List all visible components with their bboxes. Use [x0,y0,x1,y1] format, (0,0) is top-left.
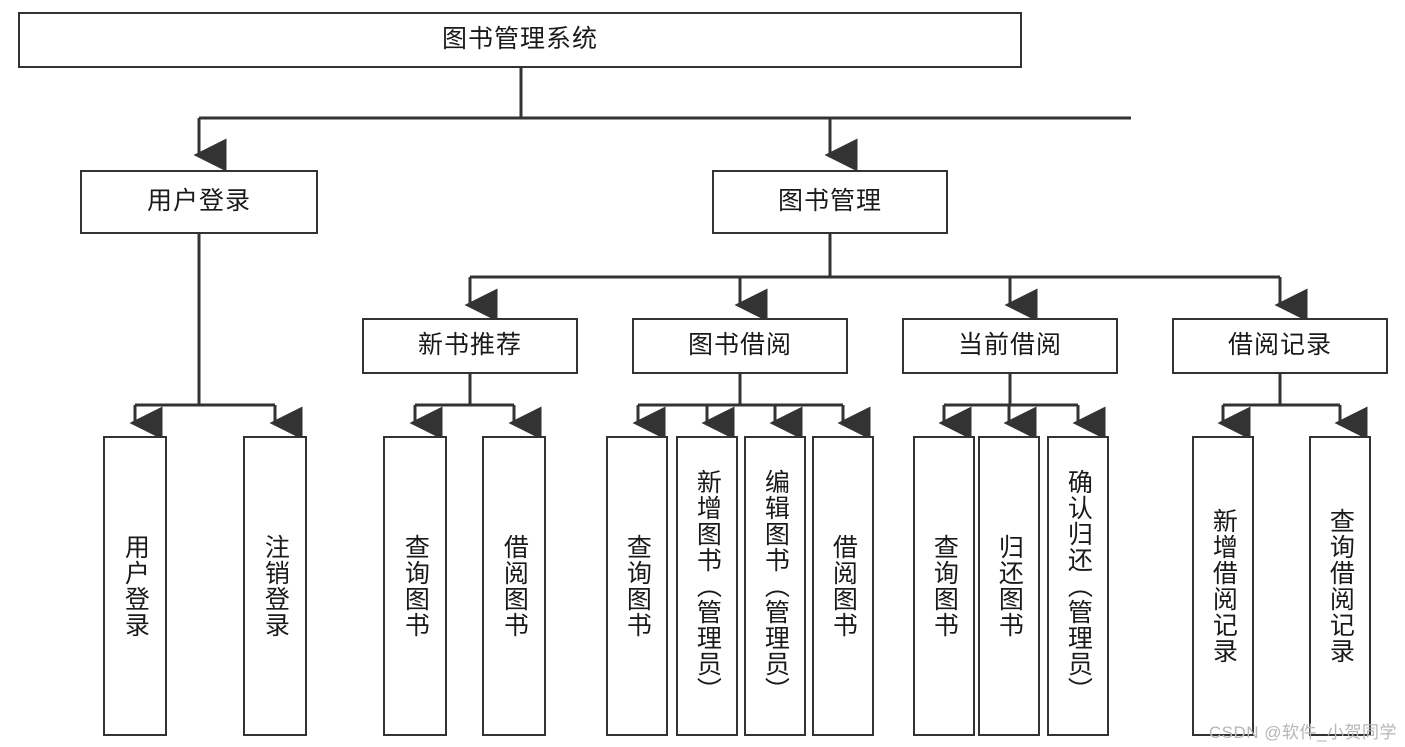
leaf-query-borrow-record[interactable]: 查询借阅记录 [1309,436,1371,736]
leaf-borrow-books[interactable]: 借阅图书 [812,436,874,736]
node-current-borrow[interactable]: 当前借阅 [902,318,1118,374]
leaf-return-books[interactable]: 归还图书 [978,436,1040,736]
node-root-book-management-system[interactable]: 图书管理系统 [18,12,1022,68]
leaf-query-books-borrow[interactable]: 查询图书 [606,436,668,736]
node-book-management[interactable]: 图书管理 [712,170,948,234]
leaf-borrow-books-recommend[interactable]: 借阅图书 [482,436,546,736]
leaf-edit-book-admin[interactable]: 编辑图书（管理员） [744,436,806,736]
leaf-add-borrow-record[interactable]: 新增借阅记录 [1192,436,1254,736]
node-book-borrow[interactable]: 图书借阅 [632,318,848,374]
leaf-query-books-current[interactable]: 查询图书 [913,436,975,736]
watermark: CSDN @软件_小贺同学 [1208,723,1397,742]
leaf-user-logout[interactable]: 注销登录 [243,436,307,736]
leaf-user-login[interactable]: 用户登录 [103,436,167,736]
leaf-confirm-return-admin[interactable]: 确认归还（管理员） [1047,436,1109,736]
node-user-login[interactable]: 用户登录 [80,170,318,234]
leaf-query-books-recommend[interactable]: 查询图书 [383,436,447,736]
leaf-add-book-admin[interactable]: 新增图书（管理员） [676,436,738,736]
node-borrow-record[interactable]: 借阅记录 [1172,318,1388,374]
node-new-book-recommend[interactable]: 新书推荐 [362,318,578,374]
